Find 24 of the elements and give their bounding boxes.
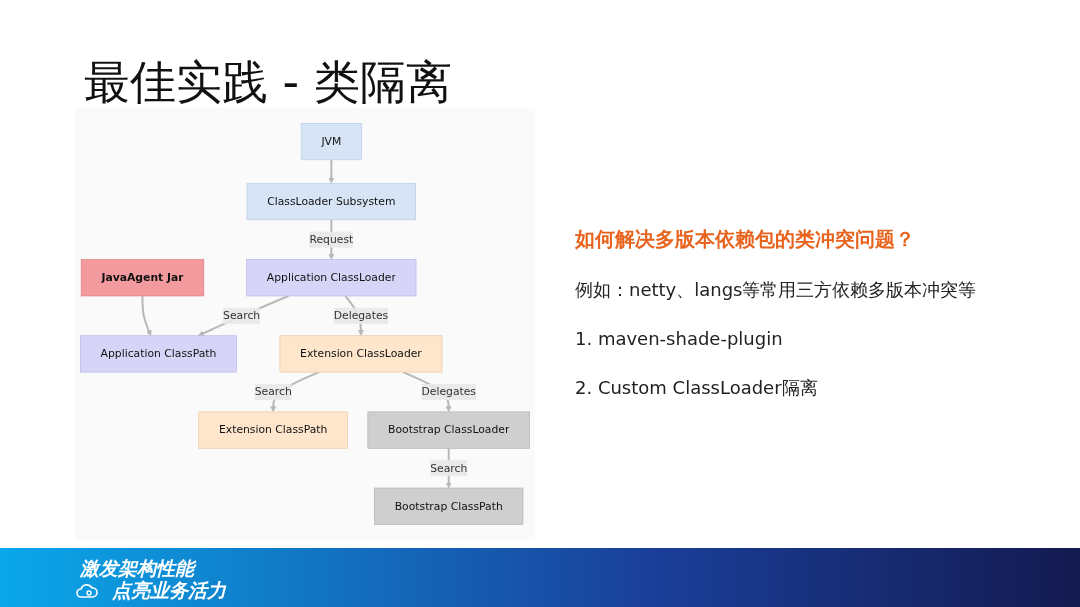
edge-label: Search: [254, 385, 292, 399]
list-item: 2. Custom ClassLoader隔离: [575, 376, 818, 400]
node-box: Application ClassLoader: [246, 259, 417, 297]
list-item: 1. maven-shade-plugin: [575, 328, 783, 349]
slide-title: 最佳实践 - 类隔离: [84, 54, 452, 111]
edge-label: Search: [430, 461, 468, 475]
question-text: 如何解决多版本依赖包的类冲突问题？: [575, 226, 915, 253]
slogan-text: 点亮业务活力: [112, 578, 226, 603]
edge-label: Delegates: [421, 385, 476, 399]
example-text: 例如：netty、langs等常用三方依赖多版本冲突等: [575, 278, 977, 302]
node-box: Extension ClassLoader: [279, 335, 443, 373]
arrow: [197, 295, 289, 337]
node-box: JavaAgent Jar: [80, 259, 205, 297]
node-box: Application ClassPath: [80, 335, 237, 373]
node-box: Extension ClassPath: [198, 411, 348, 449]
arrow: [328, 159, 335, 184]
edge-label: Search: [223, 309, 261, 322]
edge-label: Delegates: [333, 309, 389, 322]
arrow: [141, 296, 152, 337]
node-box: Bootstrap ClassPath: [374, 487, 524, 525]
node-box: Bootstrap ClassLoader: [367, 411, 530, 449]
node-box: JVM: [300, 123, 362, 161]
node-box: ClassLoader Subsystem: [246, 183, 416, 221]
edge-label: Request: [309, 233, 354, 246]
